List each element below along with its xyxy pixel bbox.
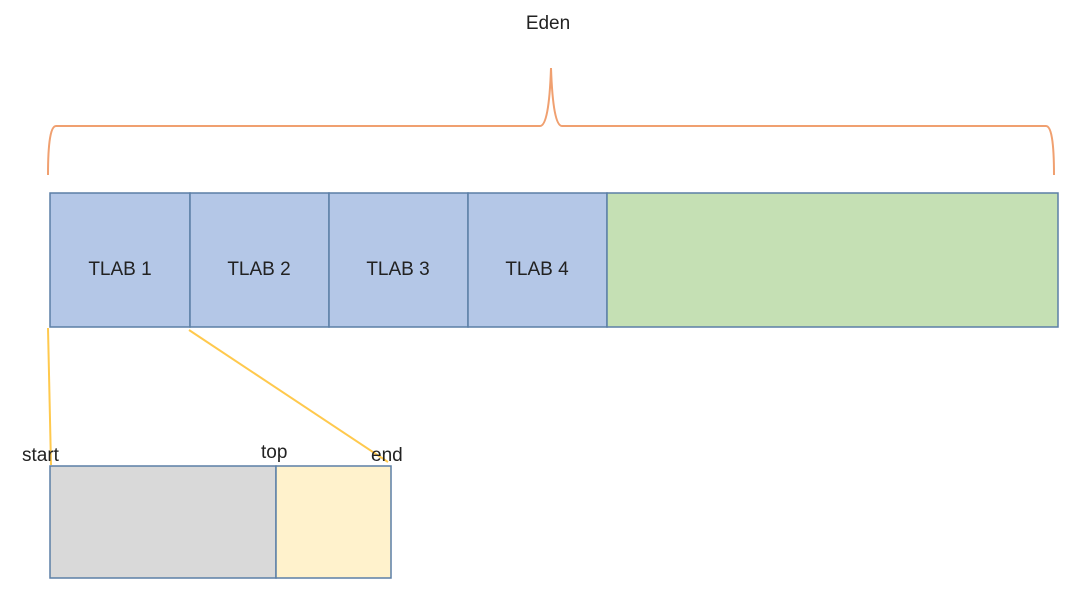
tlab-block-2 bbox=[189, 192, 330, 328]
tlab-detail bbox=[49, 465, 392, 579]
tlab-block-4 bbox=[467, 192, 608, 328]
tlab-label-4: TLAB 4 bbox=[505, 259, 569, 280]
start-label: start bbox=[22, 445, 60, 466]
eden-label: Eden bbox=[526, 13, 570, 34]
tlab-label-1: TLAB 1 bbox=[88, 259, 151, 280]
connector-start bbox=[47, 327, 52, 466]
connector-end bbox=[188, 329, 389, 463]
tlab-block-3 bbox=[328, 192, 469, 328]
end-label: end bbox=[371, 445, 403, 466]
tlab-label-3: TLAB 3 bbox=[366, 259, 429, 280]
top-label: top bbox=[261, 442, 287, 463]
remaining-region bbox=[275, 465, 392, 579]
tlab-label-2: TLAB 2 bbox=[227, 259, 290, 280]
tlab-block-1 bbox=[49, 192, 191, 328]
used-region bbox=[49, 465, 277, 579]
free-space-block bbox=[606, 192, 1059, 328]
eden-brace bbox=[47, 67, 1055, 176]
eden-bar bbox=[49, 192, 1059, 328]
